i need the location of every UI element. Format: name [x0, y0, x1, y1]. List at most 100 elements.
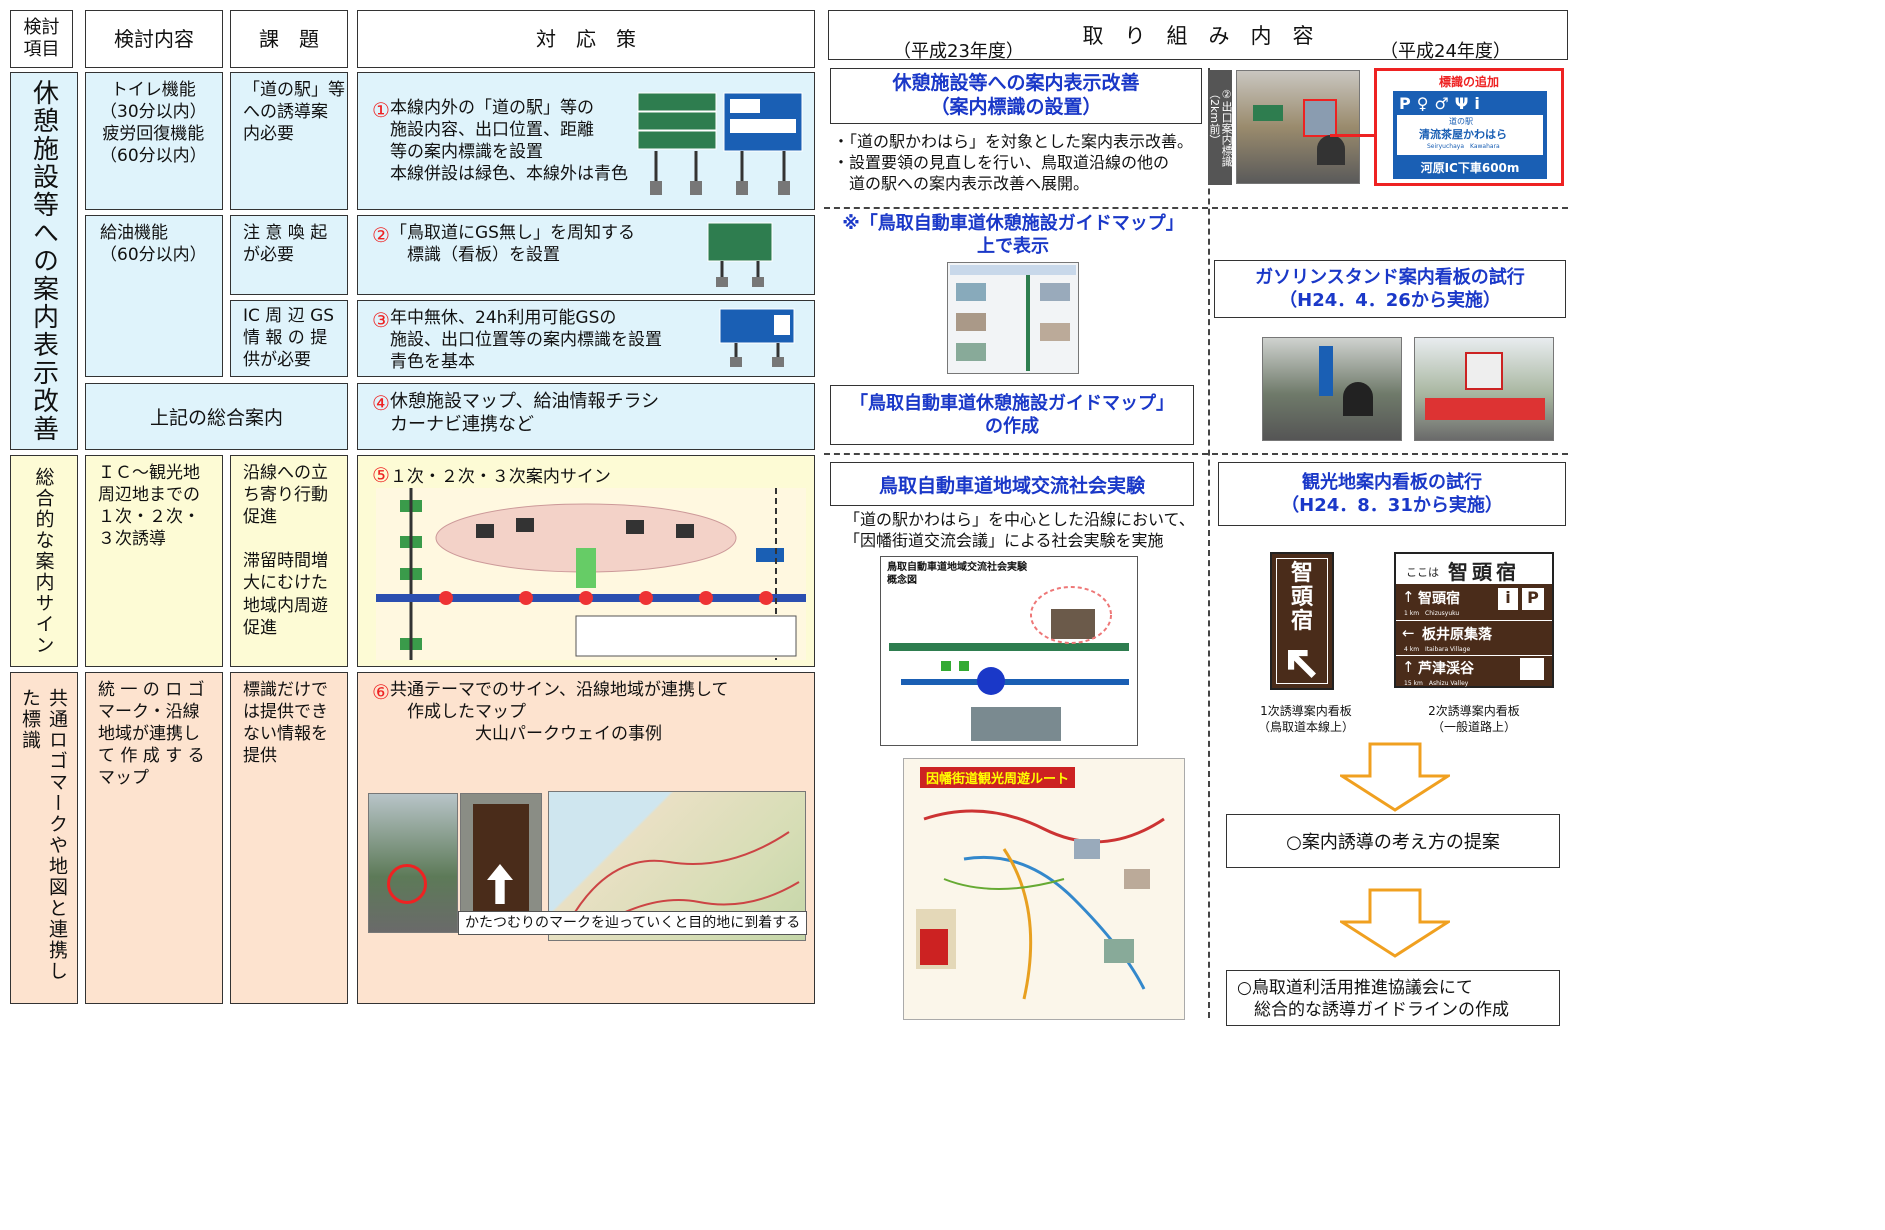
fy24-tour-box: 観光地案内看板の試行 （H24．8．31から実施）: [1218, 462, 1566, 526]
r6-content-text: 統 一 の ロ ゴ マーク・沿線 地域が連携し て 作 成 す る マップ: [98, 680, 205, 789]
fy23-diagram-title: 鳥取自動車道地域交流社会実験 概念図: [887, 562, 1027, 586]
section-general-label: 総合的な案内サイン: [32, 466, 55, 656]
fy24-side-label: ②出口案内標識 （2km前）: [1208, 88, 1234, 167]
fy24-sign-station: 道の駅: [1449, 117, 1473, 126]
down-arrow-icon: [1340, 742, 1450, 812]
fy24-sign-icons: P♀♂Ψi: [1399, 94, 1486, 113]
divider-fy23-mid: [824, 453, 1208, 455]
fy24-gs-photo2-station: [1425, 398, 1545, 420]
r1-issue-text: 「道の駅」等 への誘導案 内必要: [243, 80, 345, 145]
r1-content: トイレ機能 （30分以内） 疲労回復機能 （60分以内）: [85, 72, 223, 210]
r5-measure: ⑤１次・２次・３次案内サイン: [357, 455, 815, 667]
section-map-label: 共通ロゴマークや地図と連携した標識: [19, 688, 68, 982]
fy24-gs-photo1-tunnel: [1343, 382, 1373, 416]
r2-num: ②: [372, 223, 390, 247]
fy24-proposal2: ○鳥取道利活用推進協議会にて 総合的な誘導ガイドラインの作成: [1226, 970, 1560, 1026]
fy23-route-map-title: 因幡街道観光周遊ルート: [920, 767, 1076, 788]
parking-icon: P: [1399, 94, 1417, 113]
fy24-added-sign-label: 標識の追加: [1438, 75, 1499, 89]
header-item: 検討 項目: [10, 10, 73, 68]
fy24-sign2-header-title: 智頭宿: [1448, 560, 1520, 584]
arrow-right-icon: [1330, 134, 1374, 137]
r1-measure-body: 本線内外の「道の駅」等の 施設内容、出口位置、距離 等の案内標識を設置 本線併設…: [390, 98, 628, 185]
section-rest-label: 休憩施設等への案内表示改善: [28, 79, 59, 443]
parking-icon-sign2: P: [1522, 588, 1544, 610]
fy24-sign1-text: 智 頭 宿: [1290, 561, 1313, 635]
section-map: 共通ロゴマークや地図と連携した標識: [10, 672, 78, 1004]
valley-icon: [1520, 658, 1544, 680]
fy24-tunnel-sign-green: [1253, 105, 1283, 121]
fy24-gs-photo1: [1262, 337, 1402, 441]
fy24-sign2-divider2: [1396, 655, 1552, 656]
fy23-box2: 「鳥取自動車道休憩施設ガイドマップ」 の作成: [830, 385, 1194, 445]
r4-num: ④: [372, 391, 390, 415]
header-fy24: （平成24年度）: [1380, 41, 1511, 62]
fy24-sign2-row3: ↑ 芦津渓谷 15 km Ashizu Valley: [1402, 658, 1548, 688]
r4-content: 上記の総合案内: [85, 383, 348, 450]
header-issue: 課 題: [230, 10, 348, 68]
fy23-route-map-drawing: [916, 809, 1165, 1000]
fy23-box3-title: 鳥取自動車道地域交流社会実験: [878, 474, 1145, 497]
r5-issue-text: 沿線への立 ち寄り行動 促進 滞留時間増 大にむけた 地域内周遊 促進: [243, 463, 328, 638]
divider-fy23-top: [824, 207, 1208, 209]
fy24-sign2-header: ここは 智頭宿: [1396, 554, 1552, 584]
divider-fy-vertical: [1208, 68, 1210, 1018]
fy24-sign2-row2: ← 板井原集落 4 km Itaibara Village: [1402, 624, 1548, 654]
fy23-guide-map-image: [947, 262, 1079, 374]
fy24-sign1-frame: [1276, 558, 1328, 684]
r3-sign-illustration: [719, 308, 795, 367]
fy23-box1-text: ・「道の駅かわはら」を対象とした案内表示改善。 ・設置要領の見直しを行い、鳥取道…: [833, 132, 1194, 193]
r5-content: ＩＣ～観光地 周辺地までの １次・２次・ ３次誘導: [85, 455, 223, 667]
fy24-tour-title: 観光地案内看板の試行 （H24．8．31から実施）: [1281, 471, 1503, 516]
r6-content: 統 一 の ロ ゴ マーク・沿線 地域が連携し て 作 成 す る マップ: [85, 672, 223, 1004]
fy24-sign-board: P♀♂Ψi 道の駅 清流茶屋かわはら Seiryuchaya Kawahara …: [1393, 91, 1547, 179]
r2-sign-illustration: [707, 222, 773, 287]
r2-measure-text: ②「鳥取道にGS無し」を周知する 標識（看板）を設置: [372, 222, 635, 266]
info-icon-sign2: i: [1498, 588, 1518, 610]
r1-sign-illustration: [637, 92, 803, 195]
up-arrow-icon-small-2: ↑: [1402, 658, 1415, 676]
r6-issue: 標識だけで は提供でき ない情報を 提供: [230, 672, 348, 1004]
fy23-box3: 鳥取自動車道地域交流社会実験: [830, 462, 1194, 506]
fy24-sign2-divider1: [1396, 620, 1552, 621]
fy23-box3-text: 「道の駅かわはら」を中心とした沿線において、 「因幡街道交流会議」による社会実験…: [844, 510, 1195, 550]
r1-num: ①: [372, 98, 390, 122]
r2-measure: ②「鳥取道にGS無し」を周知する 標識（看板）を設置: [357, 215, 815, 295]
r3-num: ③: [372, 308, 390, 332]
up-arrow-icon: [487, 864, 513, 904]
r6-caption: かたつむりのマークを辿っていくと目的地に到着する: [458, 911, 808, 936]
header-work-label: 取 り 組 み 内 容: [1082, 24, 1314, 48]
fy24-sign-name-en: Seiryuchaya Kawahara: [1427, 143, 1500, 150]
restaurant-icon: Ψ: [1454, 94, 1475, 113]
r6-issue-text: 標識だけで は提供でき ない情報を 提供: [243, 680, 328, 767]
fy24-sign2-row3-name: 芦津渓谷: [1418, 661, 1474, 677]
fy24-proposal1: ○案内誘導の考え方の提案: [1226, 814, 1560, 868]
r5-num: ⑤: [372, 463, 390, 487]
r6-sign-board: [473, 804, 529, 924]
fy24-sign2-row1-name: 智頭宿: [1418, 591, 1460, 607]
r2-issue-text: 注 意 喚 起 が必要: [243, 223, 328, 266]
fy24-sign2-row1-en: 1 km Chizusyuku: [1404, 610, 1460, 617]
r3-issue: IC 周 辺 GS 情 報 の 提 供が必要: [230, 300, 348, 377]
fy24-sign2-row2-name: 板井原集落: [1422, 627, 1492, 643]
fy24-proposal2-text: ○鳥取道利活用推進協議会にて 総合的な誘導ガイドラインの作成: [1237, 978, 1509, 1021]
fy24-sign2-row2-en: 4 km Itaibara Village: [1404, 646, 1471, 653]
r6-measure-body: 共通テーマでのサイン、沿線地域が連携して 作成したマップ 大山パークウェイの事例: [390, 680, 729, 745]
fy24-gs-photo1-sign: [1319, 346, 1333, 396]
left-arrow-icon: ←: [1402, 624, 1415, 642]
down-arrow-icon-2: [1340, 888, 1450, 958]
r4-measure-body: 休憩施設マップ、給油情報チラシ カーナビ連携など: [390, 391, 660, 436]
divider-fy24-mid: [1212, 453, 1568, 455]
fy24-tunnel-portal: [1317, 135, 1345, 165]
section-general: 総合的な案内サイン: [10, 455, 78, 667]
up-arrow-icon-small: ↑: [1402, 588, 1415, 606]
fy24-sign1: 智 頭 宿: [1270, 552, 1334, 690]
header-fy23: （平成23年度）: [893, 41, 1024, 62]
header-measure: 対 応 策: [357, 10, 815, 68]
fy24-side-label-panel: ②出口案内標識 （2km前）: [1208, 70, 1234, 185]
fy24-gs-box: ガソリンスタンド案内看板の試行 （H24．4．26から実施）: [1214, 260, 1566, 318]
